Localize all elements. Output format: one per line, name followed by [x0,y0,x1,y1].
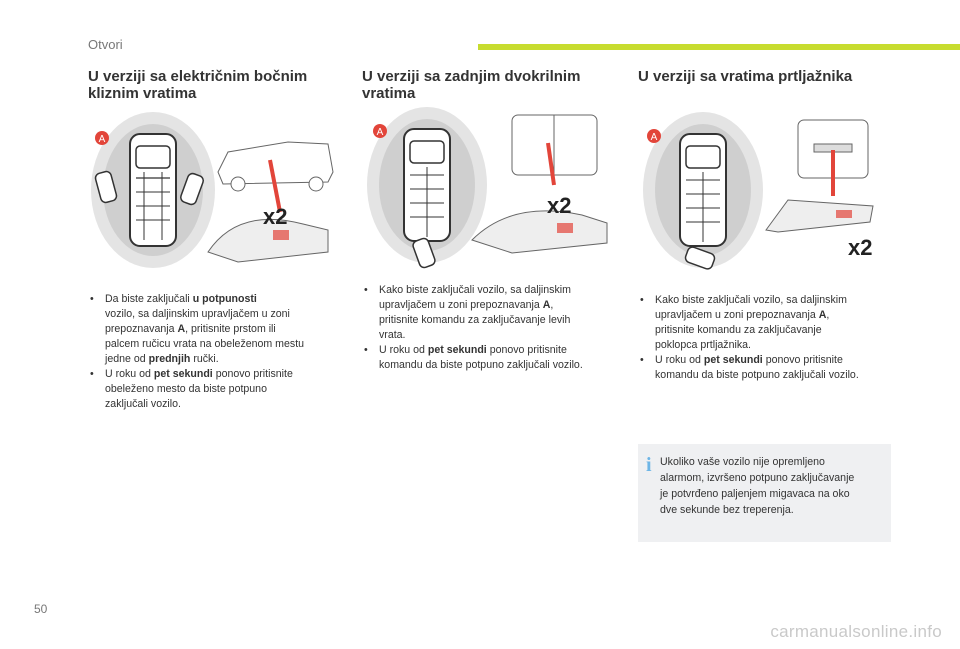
svg-text:A: A [651,132,658,143]
info-icon: i [646,454,652,476]
svg-text:A: A [377,127,384,138]
instruction-step: Da biste zaključali u potpunosti vozilo,… [88,292,348,367]
section-accent-bar [478,44,960,50]
instruction-step: U roku od pet sekundi ponovo pritisnite … [638,353,903,383]
page-number: 50 [34,602,48,616]
instruction-step: Kako biste zaključali vozilo, sa daljins… [362,283,630,343]
svg-text:x2: x2 [547,193,571,218]
info-note-text: Ukoliko vaše vozilo nije opremljeno alar… [660,456,855,516]
tailgate-illustration: A x2 [643,112,874,270]
watermark: carmanualsonline.info [770,622,942,641]
instruction-step: U roku od pet sekundi ponovo pritisnite … [88,367,348,412]
instruction-step: U roku od pet sekundi ponovo pritisnite … [362,343,630,373]
info-note: i Ukoliko vaše vozilo nije opremljeno al… [638,444,891,542]
svg-text:x2: x2 [263,204,287,229]
column-instructions: Kako biste zaključali vozilo, sa daljins… [638,293,903,383]
column-instructions: Kako biste zaključali vozilo, sa daljins… [362,283,630,373]
column-instructions: Da biste zaključali u potpunosti vozilo,… [88,292,348,412]
svg-text:A: A [99,134,106,145]
column-title: U verziji sa vratima prtljažnika [638,68,853,85]
section-title: Otvori [88,37,123,52]
sliding-door-illustration: A x2 [91,112,334,268]
rear-door-illustration: A x2 [367,107,608,269]
svg-text:x2: x2 [848,235,872,260]
column-tailgate: U verziji sa vratima prtljažnika [638,68,893,85]
instruction-step: Kako biste zaključali vozilo, sa daljins… [638,293,903,353]
